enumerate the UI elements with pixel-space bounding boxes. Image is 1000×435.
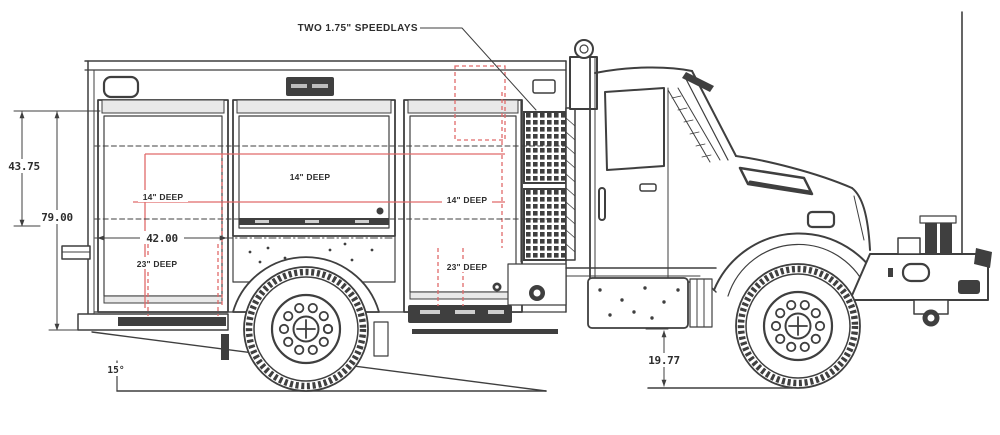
- rear-tailboard: [61, 245, 229, 360]
- dimension-42-00-label: 42.00: [146, 232, 178, 245]
- departure-angle-label: 15°: [107, 365, 124, 376]
- fuel-tank: [587, 277, 689, 329]
- depth-label-23-left: 23" DEEP: [137, 259, 178, 269]
- winch: [897, 215, 992, 294]
- hood-scoop: [738, 166, 814, 196]
- speedlay-grid-upper: [523, 111, 567, 184]
- tow-hook: [913, 299, 949, 327]
- speedlays-callout: TWO 1.75" SPEEDLAYS: [282, 20, 537, 111]
- top-right-fixture: [532, 79, 556, 94]
- depth-label-14-middle: 14" DEEP: [290, 172, 331, 182]
- dimension-79-00: 79.00: [38, 111, 81, 331]
- dimension-42-00: 42.00: [97, 231, 227, 245]
- speedlay-grid-lower: [523, 188, 567, 261]
- door-window: [604, 87, 665, 171]
- speedlays-callout-label: TWO 1.75" SPEEDLAYS: [298, 23, 418, 34]
- front-bumper: [849, 11, 992, 327]
- tank-bracket: [689, 278, 713, 328]
- handrail: [565, 107, 576, 261]
- compartment-left: [97, 99, 229, 313]
- hood: [713, 155, 883, 297]
- cab: [589, 57, 737, 293]
- body-name-plate: [286, 77, 334, 96]
- fill-tower: [569, 39, 598, 110]
- running-boards: [408, 305, 558, 334]
- depth-labels: 14" DEEP 14" DEEP 14" DEEP 23" DEEP 23" …: [132, 170, 492, 272]
- compartment-right: [403, 99, 523, 313]
- depth-label-23-right: 23" DEEP: [447, 262, 488, 272]
- depth-label-14-left: 14" DEEP: [143, 192, 184, 202]
- dimension-79-00-label: 79.00: [41, 211, 73, 224]
- front-fender: [713, 232, 883, 291]
- headlight: [806, 210, 836, 229]
- bumper-recess: [901, 262, 931, 283]
- departure-angle-15: 15°: [103, 363, 130, 376]
- dimension-19-77: 19.77: [643, 328, 685, 387]
- reflector: [888, 268, 893, 277]
- rear-wheel: [243, 266, 369, 392]
- door-handle: [639, 183, 657, 192]
- pump-panel: [507, 99, 567, 306]
- ground-line: [91, 331, 793, 392]
- dimension-43-75-label: 43.75: [8, 160, 40, 173]
- front-wheel: [735, 263, 861, 389]
- dimension-43-75: 43.75: [5, 110, 101, 227]
- chassis: [565, 267, 717, 329]
- grab-handle: [598, 187, 606, 221]
- dimension-19-77-label: 19.77: [648, 354, 680, 367]
- mud-flap: [373, 321, 389, 357]
- depth-label-14-right: 14" DEEP: [447, 195, 488, 205]
- marker-light: [102, 75, 140, 99]
- compartment-middle: [232, 99, 396, 237]
